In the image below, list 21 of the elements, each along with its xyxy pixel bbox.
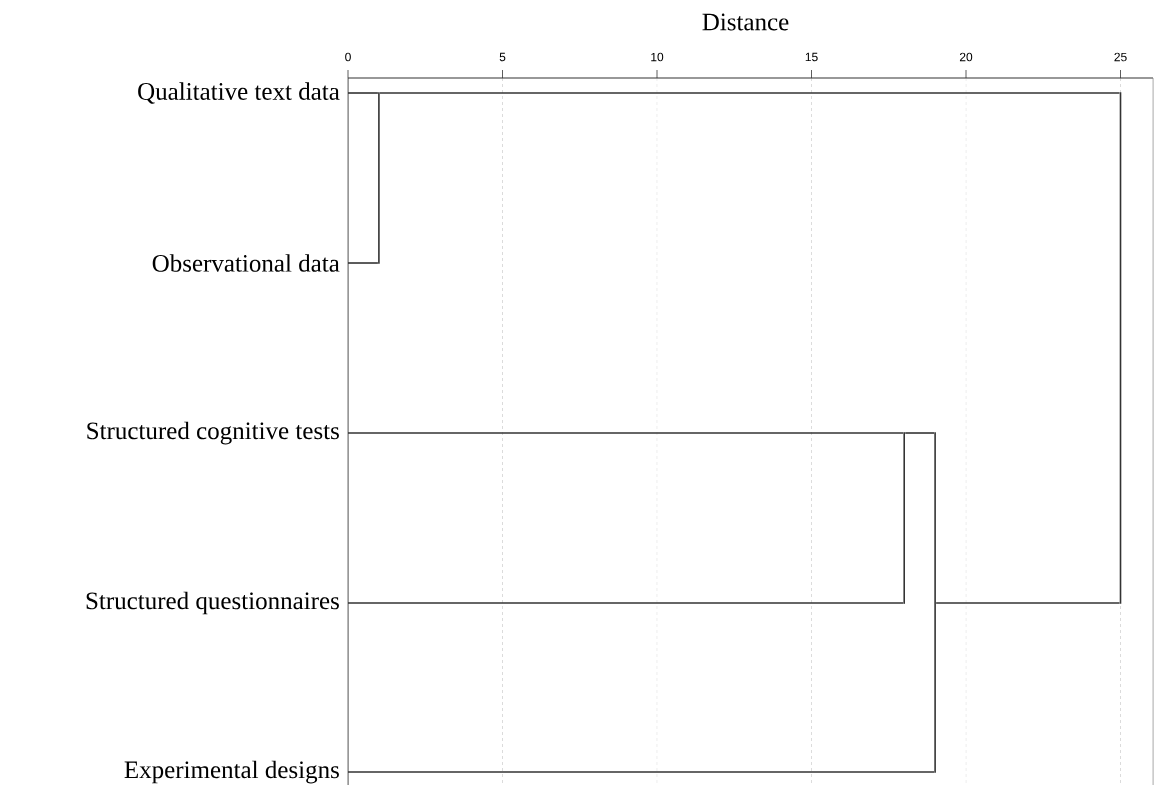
- tick-label: 0: [345, 52, 351, 62]
- cluster-bar: [1119, 92, 1122, 604]
- dendrogram-link: [904, 432, 935, 434]
- dendrogram-link: [347, 771, 935, 773]
- dendrogram-link: [379, 92, 1121, 94]
- leaf-label: Structured questionnaires: [86, 591, 339, 615]
- tick-label: 15: [805, 52, 818, 62]
- tick-label: 20: [959, 52, 973, 62]
- dendrogram-link: [347, 602, 904, 604]
- leaf-label: Experimental designs: [124, 760, 339, 784]
- dendrogram-link: [347, 92, 379, 94]
- dendrogram-link: [347, 432, 904, 434]
- dendrogram-link: [347, 262, 379, 264]
- leaf-label: Qualitative text data: [138, 82, 340, 104]
- axis-title: Distance: [702, 13, 789, 31]
- tick-label: 10: [651, 52, 664, 62]
- leaf-label: Observational data: [152, 254, 340, 272]
- dendrogram-link: [935, 602, 1121, 604]
- tick-label: 25: [1114, 52, 1127, 62]
- leaf-label: Structured cognitive tests: [87, 421, 339, 445]
- tick-label: 5: [499, 52, 506, 62]
